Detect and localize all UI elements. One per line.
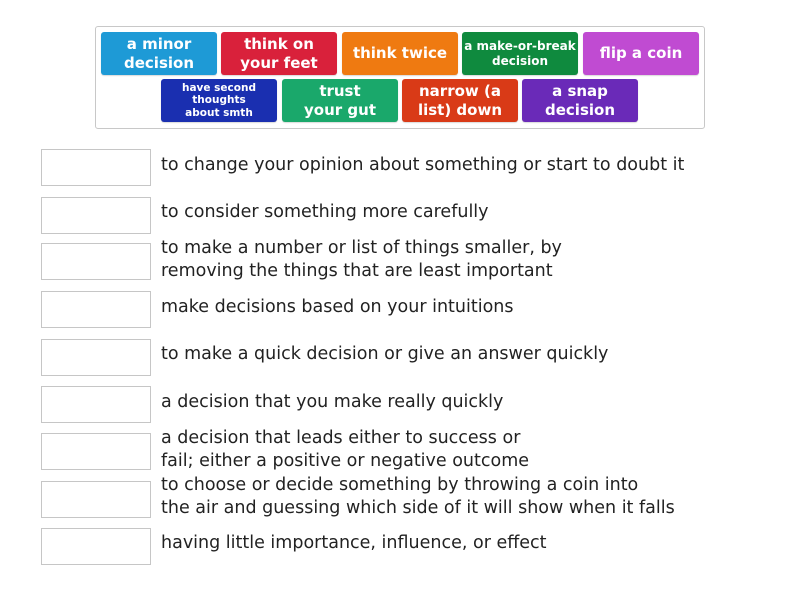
definition-text: to change your opinion about something o…	[161, 155, 685, 175]
tile-trust-your-gut[interactable]: trust your gut	[282, 79, 398, 122]
definition-text: to consider something more carefully	[161, 202, 489, 222]
tile-think-on-your-feet[interactable]: think on your feet	[221, 32, 337, 75]
definition-text: to choose or decide something by throwin…	[161, 475, 675, 518]
answer-drop-box[interactable]	[41, 386, 151, 423]
answer-drop-box[interactable]	[41, 197, 151, 234]
answer-drop-box[interactable]	[41, 243, 151, 280]
tile-flip-a-coin[interactable]: flip a coin	[583, 32, 699, 75]
answer-drop-box[interactable]	[41, 433, 151, 470]
tile-have-second-thoughts[interactable]: have second thoughts about smth	[161, 79, 277, 122]
definition-text: a decision that you make really quickly	[161, 392, 504, 412]
answer-drop-box[interactable]	[41, 528, 151, 565]
tile-think-twice[interactable]: think twice	[342, 32, 458, 75]
definition-text: to make a quick decision or give an answ…	[161, 344, 609, 364]
tile-a-minor-decision[interactable]: a minor decision	[101, 32, 217, 75]
answer-drop-box[interactable]	[41, 149, 151, 186]
definition-text: having little importance, influence, or …	[161, 533, 547, 553]
answer-drop-box[interactable]	[41, 339, 151, 376]
word-bank: a minor decision think on your feet thin…	[95, 26, 705, 129]
answer-drop-box[interactable]	[41, 481, 151, 518]
definition-text: a decision that leads either to success …	[161, 428, 530, 471]
tile-narrow-down[interactable]: narrow (a list) down	[402, 79, 518, 122]
answer-drop-box[interactable]	[41, 291, 151, 328]
tile-a-snap-decision[interactable]: a snap decision	[522, 79, 638, 122]
definition-text: make decisions based on your intuitions	[161, 297, 514, 317]
definition-text: to make a number or list of things small…	[161, 238, 562, 281]
tile-make-or-break-decision[interactable]: a make-or-break decision	[462, 32, 578, 75]
